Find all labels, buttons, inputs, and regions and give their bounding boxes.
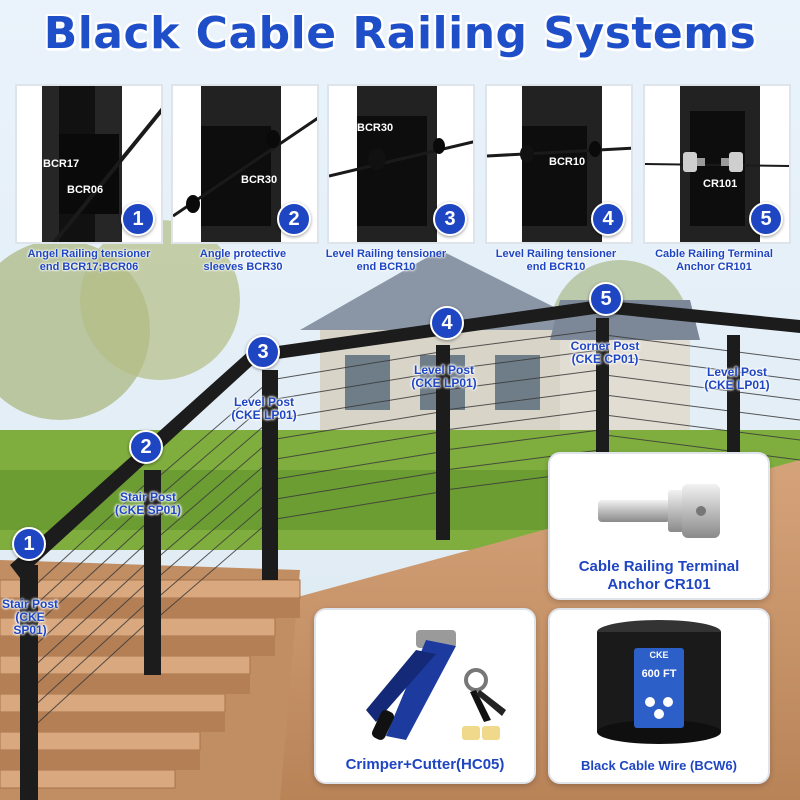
level-tensioner-image [329,86,473,242]
crimper-image [366,630,506,740]
tag-bcr30: BCR30 [241,174,278,186]
badge-5: 5 [749,202,783,236]
post-label-3: Level Post(CKE LP01) [231,395,297,422]
page-title: Black Cable Railing Systems [43,8,757,59]
badge-3: 3 [433,202,467,236]
protective-sleeve-image [173,86,317,242]
wire-card-title: Black Cable Wire (BCW6) [581,758,737,773]
thumbnail-bcr30: BCR30 2 [171,84,319,244]
tag-bcr10: BCR10 [439,156,475,168]
tag-bcr30: BCR30 [357,122,394,134]
anchor-image [598,484,720,538]
post-badge-4: 4 [430,306,464,340]
post-label-6: Level Post(CKE LP01) [704,365,770,392]
spool-brand: CKE [649,650,669,660]
post-label-4: Level Post(CKE LP01) [411,363,477,390]
badge-4: 4 [591,202,625,236]
thumbnail-bcr30-bcr10: BCR30 BCR10 3 [327,84,475,244]
tag-bcr10: BCR10 [549,156,586,168]
wire-spool-image [597,620,721,744]
post-badge-2: 2 [129,430,163,464]
thumbnail-cr101: CR101 5 [643,84,791,244]
post-label-5: Corner Post(CKE CP01) [570,339,640,366]
post-badge-3: 3 [246,335,280,369]
tensioner-end-image [42,86,161,242]
thumbnail-bcr17-bcr06: BCR17 BCR06 1 [15,84,163,244]
tag-bcr06: BCR06 [67,184,104,196]
tag-bcr17: BCR17 [43,158,80,170]
terminal-anchor-image [645,86,789,242]
spool-length: 600 FT [641,668,677,680]
thumbnail-bcr10: BCR10 4 [485,84,633,244]
tag-cr101: CR101 [703,178,738,190]
badge-2: 2 [277,202,311,236]
level-tensioner-end-image [487,86,631,242]
wire-card: CKE 600 FT Black Cable Wire (BCW6) [548,608,770,784]
post-label-1: Stair Post(CKE SP01) [1,597,58,637]
post-badge-1: 1 [12,527,46,561]
crimper-card-title: Crimper+Cutter(HC05) [345,756,505,773]
crimper-card: Crimper+Cutter(HC05) [314,608,536,784]
badge-1: 1 [121,202,155,236]
post-label-2: Stair Post(CKE SP01) [114,490,182,517]
post-badge-5: 5 [589,282,623,316]
